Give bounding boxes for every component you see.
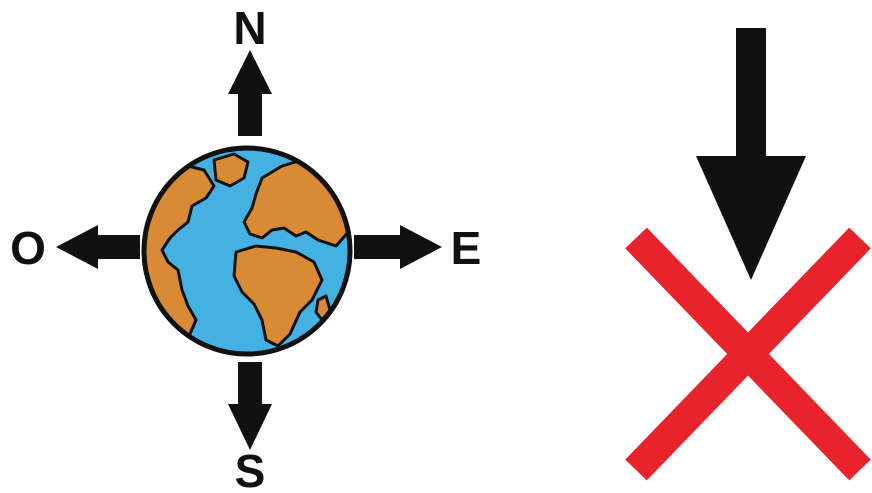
down-arrow-icon (696, 28, 806, 280)
north-arrow-icon (228, 50, 272, 136)
south-arrow-icon (228, 362, 272, 450)
globe-icon (134, 148, 352, 354)
compass-pictogram: N S E O (10, 2, 481, 493)
no-down-pictogram (636, 28, 860, 470)
south-label: S (235, 445, 266, 493)
east-arrow-icon (354, 225, 442, 269)
east-label: E (451, 222, 482, 274)
west-label: O (10, 222, 46, 274)
west-arrow-icon (56, 225, 140, 269)
north-label: N (233, 2, 266, 54)
